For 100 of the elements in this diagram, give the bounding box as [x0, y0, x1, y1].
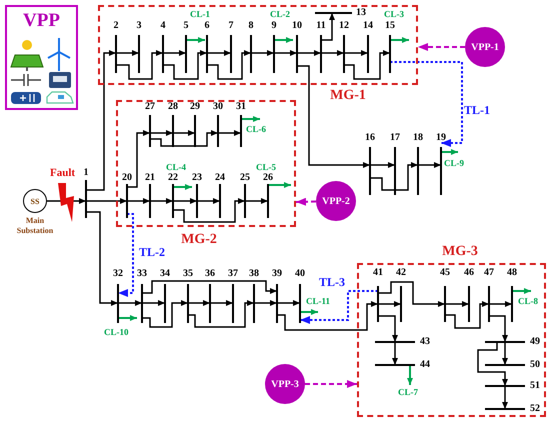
bus-number: 23 — [191, 173, 203, 183]
arrow — [197, 198, 220, 204]
load-arrow — [274, 37, 293, 43]
bus-number: 27 — [144, 102, 156, 112]
arrow — [277, 300, 300, 306]
arrow — [321, 13, 335, 41]
dashed-arrow — [305, 380, 357, 388]
arrow — [370, 162, 395, 168]
arrow — [210, 300, 233, 306]
bus-number: 8 — [248, 21, 254, 31]
bus-bar — [191, 173, 203, 218]
bus-number: 5 — [182, 21, 190, 31]
dashed-arrow — [418, 43, 465, 51]
arrow — [445, 301, 469, 307]
bus-number: 32 — [112, 269, 124, 279]
substation-caption: Main Substation — [16, 216, 54, 236]
bus-bar — [291, 21, 303, 73]
bus-number: 34 — [159, 269, 171, 279]
bus-bar — [439, 268, 451, 322]
arrow — [277, 301, 378, 331]
bus-number: 1 — [82, 168, 90, 178]
arrow — [173, 198, 245, 223]
load-arrow — [512, 288, 531, 294]
microgrid-label: MG-3 — [441, 244, 479, 260]
arrow — [86, 198, 127, 204]
vpp-circle: VPP-3 — [265, 364, 305, 404]
bus-number: 25 — [239, 173, 251, 183]
bus-number: 17 — [389, 133, 401, 143]
bus-number: 45 — [439, 268, 451, 278]
arrow — [370, 162, 418, 191]
bus-number: 6 — [204, 21, 210, 31]
bus-bar — [384, 21, 396, 73]
bus-bar — [144, 173, 156, 218]
vpp-circle: VPP-2 — [316, 181, 356, 221]
arrow — [150, 198, 173, 204]
bus-number: 13 — [356, 8, 367, 18]
bus-bar — [294, 269, 306, 323]
bus-number: 44 — [420, 360, 431, 370]
bus-number: 26 — [262, 173, 274, 183]
arrow — [378, 301, 401, 307]
bus-bar — [167, 173, 179, 218]
bus-bar — [412, 133, 424, 195]
bus-number: 19 — [435, 133, 447, 143]
arrow — [163, 50, 207, 80]
edge-label: CL-10 — [104, 327, 128, 337]
arrow — [489, 315, 508, 342]
bus-bar — [362, 21, 374, 73]
bus-number: 41 — [372, 268, 384, 278]
bus-bar — [214, 173, 226, 218]
dashed-arrow — [390, 61, 463, 147]
bus-number: 40 — [294, 269, 306, 279]
arrow — [173, 198, 197, 204]
bus-number: 22 — [167, 173, 179, 183]
arrow — [392, 342, 398, 365]
load-arrow — [186, 37, 205, 43]
bus-bar — [182, 269, 194, 323]
bus-number: 15 — [384, 21, 396, 31]
arrow — [150, 130, 173, 136]
arrow — [86, 211, 118, 306]
load-arrow — [441, 149, 458, 155]
bus-number: 46 — [463, 268, 475, 278]
bus-number: 20 — [121, 173, 133, 183]
arrow — [378, 315, 398, 342]
bus-number: 37 — [227, 269, 239, 279]
bus-number: 33 — [136, 269, 148, 279]
arrow — [502, 342, 508, 365]
bus-number: 42 — [395, 268, 407, 278]
bus-bar — [338, 21, 350, 73]
bus-bar — [364, 133, 376, 195]
bus-bar — [395, 268, 407, 322]
dashed-arrow — [296, 198, 316, 206]
arrow — [344, 50, 390, 80]
bus-number: 3 — [136, 21, 142, 31]
bus-bar — [189, 102, 201, 147]
load-arrow — [173, 184, 192, 190]
bus-number: 48 — [506, 268, 518, 278]
arrow — [321, 50, 344, 56]
bus-number: 4 — [160, 21, 166, 31]
bus-number: 14 — [362, 21, 374, 31]
bus-number: 12 — [338, 21, 350, 31]
arrow — [127, 198, 150, 204]
arrow — [218, 130, 241, 136]
arrow — [142, 300, 188, 328]
edge-label: CL-8 — [518, 296, 538, 306]
panel-title: VPP — [22, 11, 61, 31]
bus-number: 30 — [212, 102, 224, 112]
edge-label: TL-2 — [139, 246, 166, 259]
bus-number: 10 — [291, 21, 303, 31]
bus-number: 2 — [112, 21, 120, 31]
arrow — [188, 300, 210, 306]
bus-bar — [506, 268, 518, 322]
arrow — [163, 50, 186, 56]
arrow — [142, 280, 277, 294]
bus-number: 47 — [483, 268, 495, 278]
bus-bar — [239, 173, 251, 218]
bus-bar — [227, 269, 239, 323]
bus-number: 21 — [144, 173, 156, 183]
bus-bar — [389, 133, 401, 195]
bus-number: 28 — [167, 102, 179, 112]
bus-number: 50 — [530, 360, 541, 370]
